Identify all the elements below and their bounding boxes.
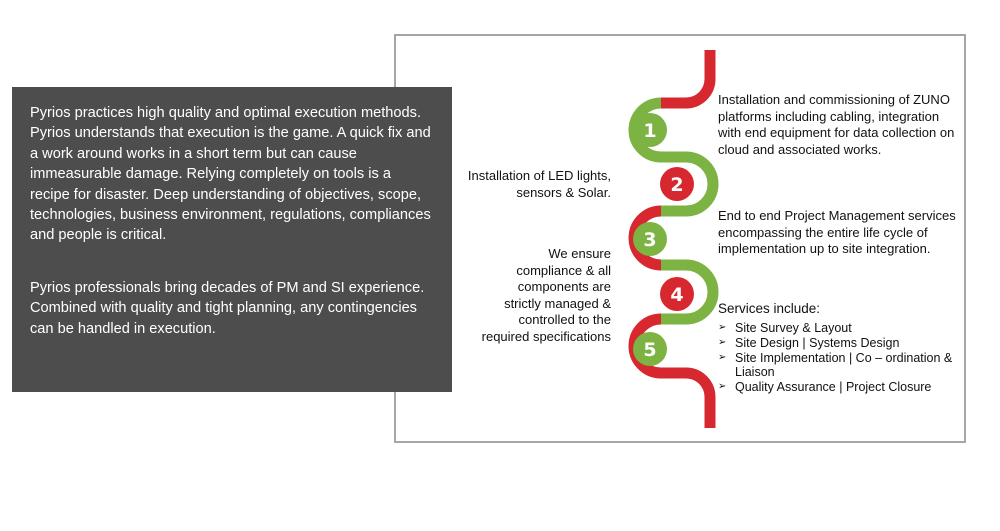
step-number-1: 1 [643,120,656,142]
led-description: Installation of LED lights, sensors & So… [467,168,611,200]
intro-panel: Pyrios practices high quality and optima… [12,87,452,392]
intro-paragraph-1: Pyrios practices high quality and optima… [30,105,431,244]
step-circle-4 [660,277,694,311]
service-item: ➢Site Implementation | Co – ordination &… [718,350,953,380]
services-heading: Services include: [718,301,821,316]
step-number-2: 2 [670,174,683,196]
project-management-description: End to end Project Management services e… [718,208,956,256]
arrow-bullet-icon: ➢ [718,351,727,363]
snake-segment-2 [661,151,719,217]
step-number-5: 5 [643,339,656,361]
step-circle-2 [660,167,694,201]
arrow-bullet-icon: ➢ [718,336,727,348]
arrow-bullet-icon: ➢ [718,381,727,393]
compliance-description: We ensure compliance & all components ar… [481,246,611,344]
service-item: ➢Site Design | Systems Design [718,335,900,350]
step-number-4: 4 [670,284,683,306]
services-list: ➢Site Survey & Layout ➢Site Design | Sys… [718,321,958,395]
step-number-3: 3 [643,229,656,251]
service-item: ➢Site Survey & Layout [718,321,852,335]
step-circle-1 [633,113,667,147]
step-circle-3 [633,222,667,256]
intro-paragraph-2: Pyrios professionals bring decades of PM… [30,279,425,337]
service-item: ➢Quality Assurance | Project Closure [718,380,932,395]
snake-segment-4 [661,259,719,325]
step-circle-5 [633,332,667,366]
installation-description: Installation and commissioning of ZUNO p… [718,92,955,157]
arrow-bullet-icon: ➢ [718,322,727,333]
snake-segment-bottom [661,367,716,428]
snake-segment-top [661,50,716,109]
